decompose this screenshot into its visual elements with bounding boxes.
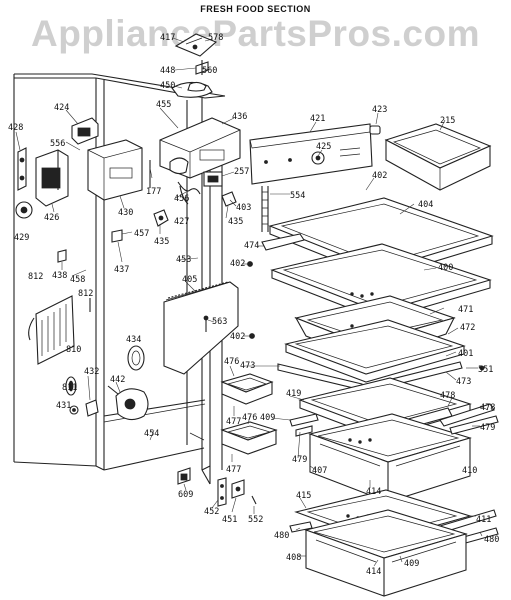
part-label: 430 [118, 208, 133, 218]
part-label: 431 [56, 401, 71, 411]
part-label: 552 [248, 515, 263, 525]
part-label: 421 [310, 114, 325, 124]
control-housing [87, 117, 241, 201]
crisper-drawer-upper [295, 413, 499, 503]
part-label: 457 [134, 229, 149, 239]
part-label: 560 [202, 66, 217, 76]
part-label: 450 [160, 81, 175, 91]
part-label: 456 [174, 194, 189, 204]
part-label: 442 [110, 375, 125, 385]
part-label: 215 [440, 116, 455, 126]
part-label: 427 [174, 217, 189, 227]
part-label: 473 [240, 361, 255, 371]
rail-554 [261, 186, 269, 232]
part-label: 451 [222, 515, 237, 525]
part-label: 448 [160, 66, 175, 76]
part-label: 812 [78, 289, 93, 299]
part-label: 423 [372, 105, 387, 115]
part-label: 479 [292, 455, 307, 465]
part-label: 410 [462, 466, 477, 476]
part-label: 411 [476, 515, 491, 525]
part-label: 434 [126, 335, 141, 345]
part-label: 425 [316, 142, 331, 152]
part-label: 455 [156, 100, 171, 110]
part-label: 554 [290, 191, 305, 201]
part-label: 419 [286, 389, 301, 399]
part-label: 563 [212, 317, 227, 327]
part-label: 401 [458, 349, 473, 359]
wiring-parts [57, 171, 237, 263]
part-label: 429 [14, 233, 29, 243]
leader-lines [15, 37, 489, 567]
part-label: 453 [176, 255, 191, 265]
part-label: 402 [372, 171, 387, 181]
part-label: 435 [154, 237, 169, 247]
part-label: 479 [480, 423, 495, 433]
part-label: 556 [50, 139, 65, 149]
part-label: 476 [242, 413, 257, 423]
part-label: 400 [438, 263, 453, 273]
control-panel [249, 123, 373, 185]
part-label: 407 [312, 466, 327, 476]
part-label: 414 [366, 487, 381, 497]
part-label: 402 [230, 332, 245, 342]
part-number-labels: 417 578 448 560 450 424 455 436 421 423 … [8, 33, 499, 577]
upper-left-parts [15, 117, 99, 219]
glass-shelves [247, 197, 494, 321]
lower-left-parts [65, 345, 149, 421]
part-label: 415 [296, 491, 311, 501]
part-label: 435 [228, 217, 243, 227]
part-label: 403 [236, 203, 251, 213]
part-label: 257 [234, 167, 249, 177]
part-label: 452 [204, 507, 219, 517]
part-label: 424 [54, 103, 69, 113]
part-label: 471 [458, 305, 473, 315]
bottom-small-parts [177, 467, 257, 507]
small-pans [220, 373, 278, 455]
part-label: 432 [84, 367, 99, 377]
part-label: 408 [286, 553, 301, 563]
part-label: 473 [456, 377, 471, 387]
part-label: 812 [28, 272, 43, 282]
part-label: 414 [366, 567, 381, 577]
part-label: 810 [66, 345, 81, 355]
part-label: 438 [52, 271, 67, 281]
part-label: 480 [484, 535, 499, 545]
part-label: 480 [274, 531, 289, 541]
watermark-logo: AppliancePartsPros.com [31, 13, 480, 54]
part-label: 428 [8, 123, 23, 133]
part-label: 578 [208, 33, 223, 43]
part-label: 177 [146, 187, 161, 197]
crisper-drawer-lower [304, 509, 468, 597]
part-label: 458 [70, 275, 85, 285]
part-label: 404 [418, 200, 433, 210]
part-label: 477 [226, 465, 241, 475]
part-label: 472 [460, 323, 475, 333]
top-parts [171, 33, 218, 98]
meat-pan [249, 295, 485, 391]
dairy-door [369, 123, 492, 191]
part-label: 426 [44, 213, 59, 223]
part-label: 478 [480, 403, 495, 413]
part-label: 405 [182, 275, 197, 285]
part-label: 476 [224, 357, 239, 367]
part-label: 478 [440, 391, 455, 401]
diagram-title: FRESH FOOD SECTION [200, 4, 311, 14]
part-label: 409 [260, 413, 275, 423]
part-label: 811 [62, 383, 77, 393]
shelf-bracket [163, 281, 239, 375]
part-label: 609 [178, 490, 193, 500]
part-label: 551 [478, 365, 493, 375]
heater-panel [28, 295, 91, 365]
part-label: 417 [160, 33, 175, 43]
part-label: 437 [114, 265, 129, 275]
part-label: 402 [230, 259, 245, 269]
part-label: 436 [232, 112, 247, 122]
part-label: 454 [144, 429, 159, 439]
part-label: 474 [244, 241, 259, 251]
part-label: 477 [226, 417, 241, 427]
part-label: 409 [404, 559, 419, 569]
